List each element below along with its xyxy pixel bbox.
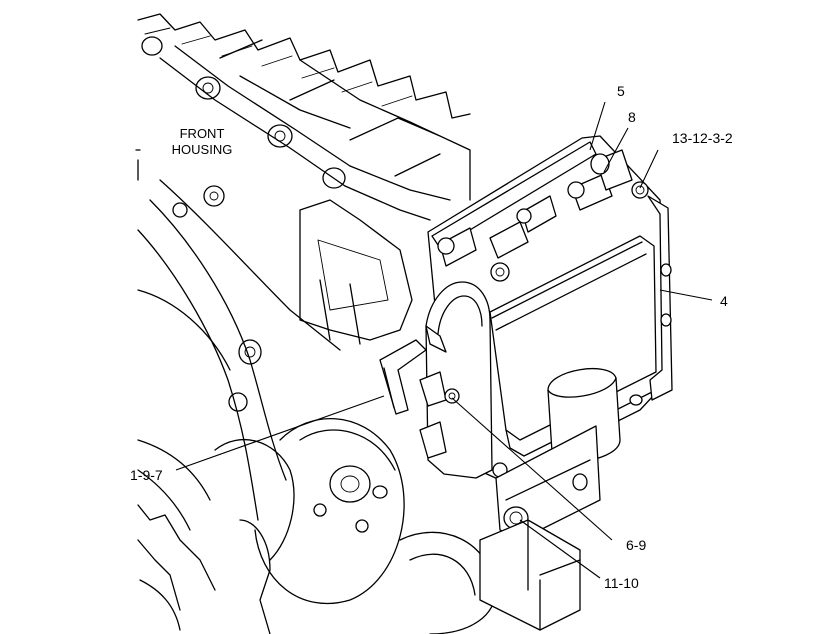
callout-1-9-7: 1-9-7	[130, 467, 163, 483]
leader-4	[659, 289, 713, 301]
leader-lines	[175, 101, 713, 579]
callout-6-9: 6-9	[626, 537, 646, 553]
leader-11-10	[519, 519, 601, 579]
leader-1-9-7	[175, 395, 385, 471]
ecm-left-bracket	[419, 262, 510, 479]
callout-5: 5	[617, 83, 625, 99]
front-housing	[135, 13, 496, 634]
front-housing-label-line2: HOUSING	[172, 142, 233, 157]
leader-6-9	[451, 397, 613, 541]
callout-4: 4	[720, 293, 728, 309]
leader-5	[589, 101, 606, 151]
callout-11-10: 11-10	[604, 575, 639, 591]
leader-13	[639, 149, 659, 189]
leader-8	[603, 127, 629, 173]
front-housing-label: FRONT	[180, 126, 225, 141]
callout-13-12-3-2: 13-12-3-2	[672, 130, 733, 146]
ecm-module	[379, 135, 673, 631]
front-pulley	[214, 418, 496, 634]
mounting-posts	[437, 149, 633, 267]
callout-8: 8	[628, 109, 636, 125]
harness-clamp	[379, 339, 427, 415]
